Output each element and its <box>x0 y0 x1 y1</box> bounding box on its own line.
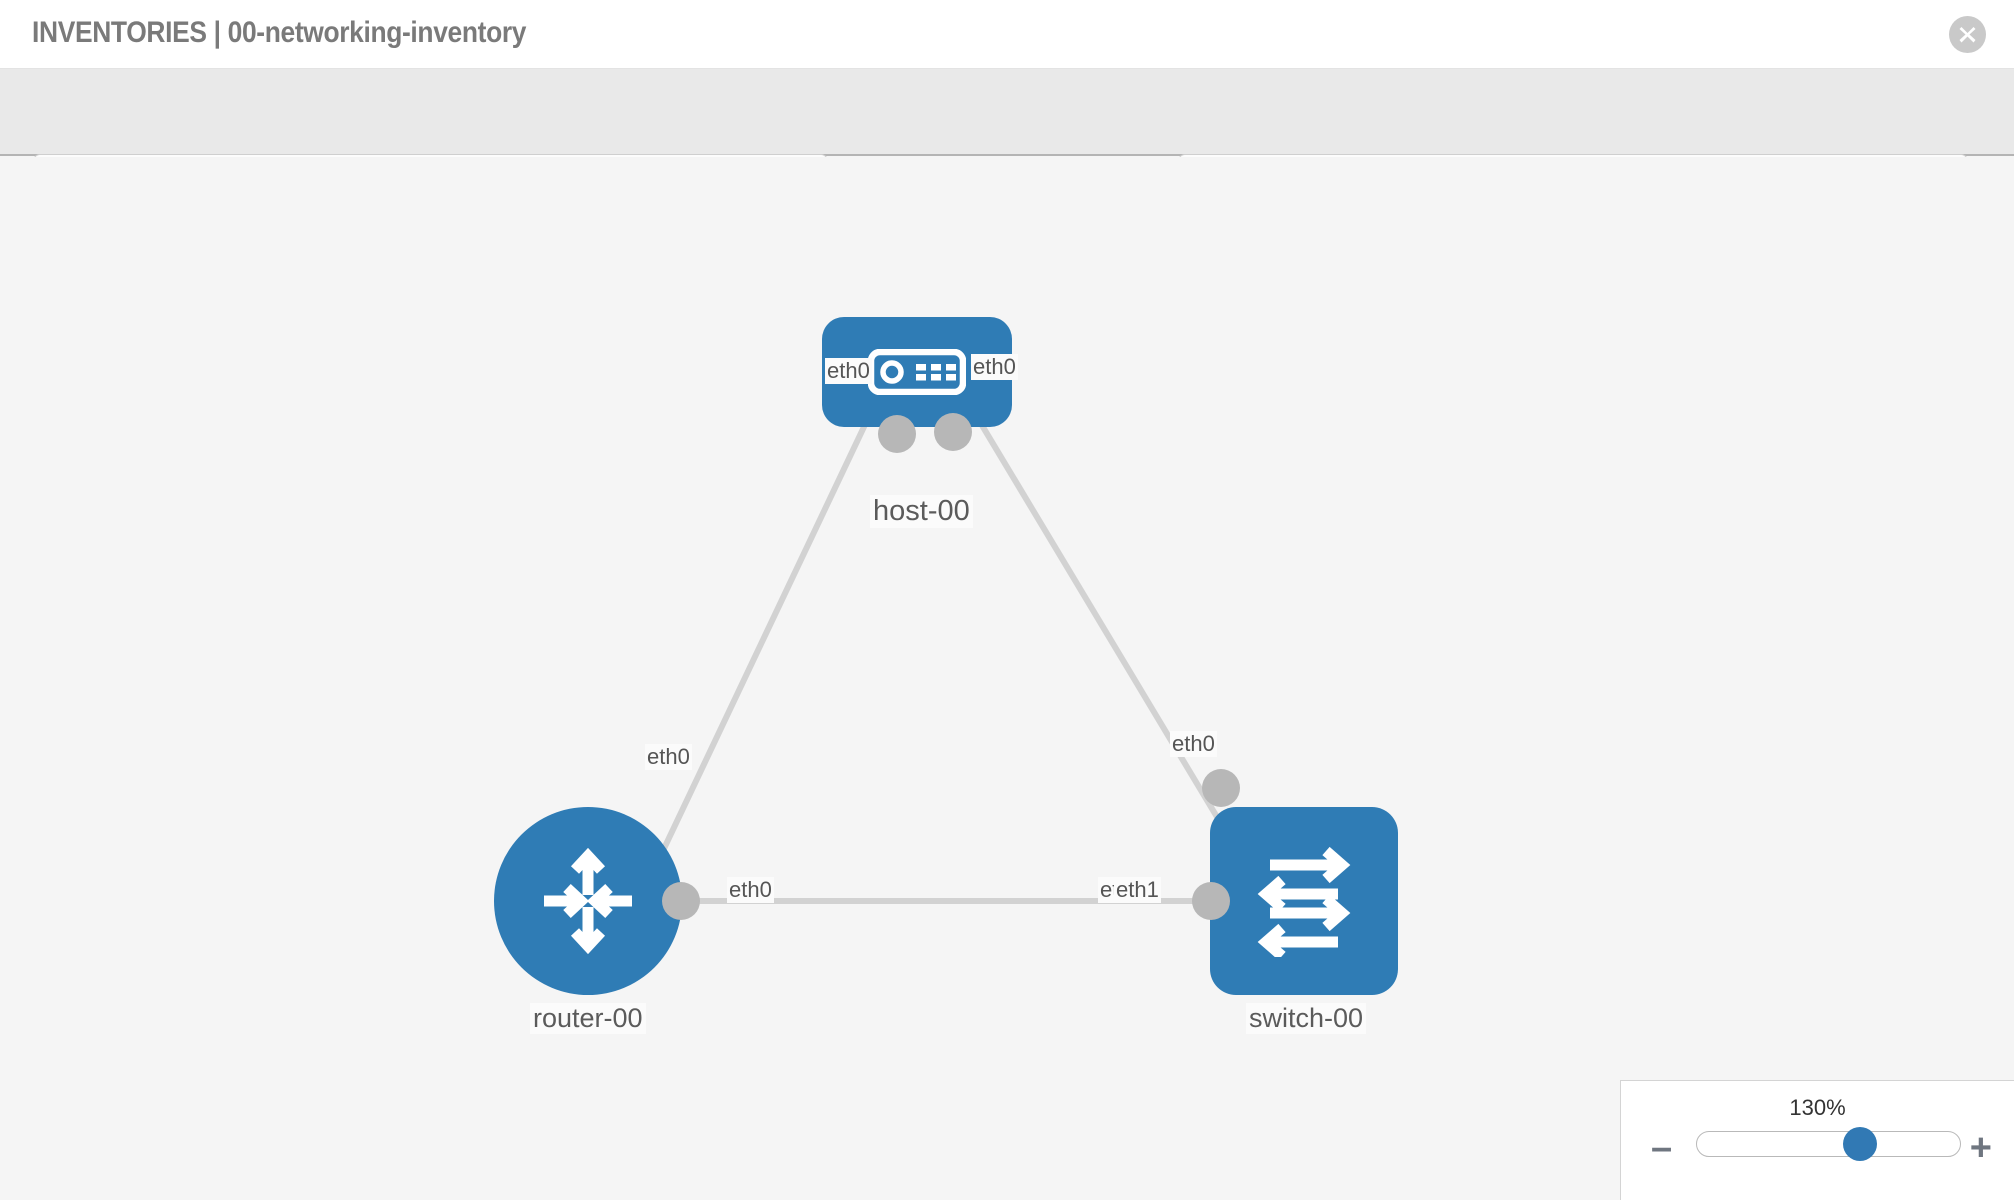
if-label-switch-eth0-up: eth0 <box>1170 731 1217 757</box>
link-host-switch[interactable] <box>947 370 1238 849</box>
switch-node-shape[interactable] <box>1210 807 1398 995</box>
port-router-eth0-right[interactable] <box>662 882 700 920</box>
topology-canvas[interactable]: host-00 eth0 eth0 <box>0 157 2014 1200</box>
switch-arrows-icon <box>1257 846 1351 957</box>
port-switch-eth0-up[interactable] <box>1202 769 1240 807</box>
if-label-host-eth0-right: eth0 <box>971 354 1018 380</box>
zoom-slider-thumb[interactable] <box>1842 1127 1877 1161</box>
page-title: INVENTORIES | 00-networking-inventory <box>32 16 527 49</box>
zoom-control-panel: 130% – + <box>1620 1080 2014 1200</box>
port-host-eth0-left[interactable] <box>878 415 916 453</box>
zoom-level-label: 130% <box>1789 1095 1846 1120</box>
if-label-host-eth0-left: eth0 <box>825 358 872 384</box>
node-label-host-00: host-00 <box>870 495 973 528</box>
if-label-router-eth0-up: eth0 <box>645 744 692 770</box>
zoom-slider-track[interactable] <box>1696 1127 1961 1161</box>
if-label-router-eth0-right: eth0 <box>727 877 774 903</box>
zoom-out-button[interactable]: – <box>1651 1127 1673 1169</box>
router-four-arrows-icon <box>544 847 632 955</box>
port-host-eth0-right[interactable] <box>934 413 972 451</box>
server-appliance-icon <box>868 349 966 395</box>
if-label-switch-eth1-left: eth1 <box>1114 877 1161 903</box>
router-node-shape[interactable] <box>494 807 682 995</box>
node-label-router-00: router-00 <box>530 1003 646 1034</box>
toolbar: ACTIONS SEARCH <box>0 69 2014 210</box>
port-switch-eth1-left[interactable] <box>1192 882 1230 920</box>
title-bar: INVENTORIES | 00-networking-inventory <box>0 0 2014 69</box>
topology-links <box>657 370 1238 904</box>
link-host-router[interactable] <box>657 370 893 859</box>
close-x-glyph <box>1959 27 1976 43</box>
node-label-switch-00: switch-00 <box>1246 1003 1367 1034</box>
close-icon[interactable] <box>1949 16 1986 53</box>
zoom-in-button[interactable]: + <box>1969 1127 1992 1169</box>
